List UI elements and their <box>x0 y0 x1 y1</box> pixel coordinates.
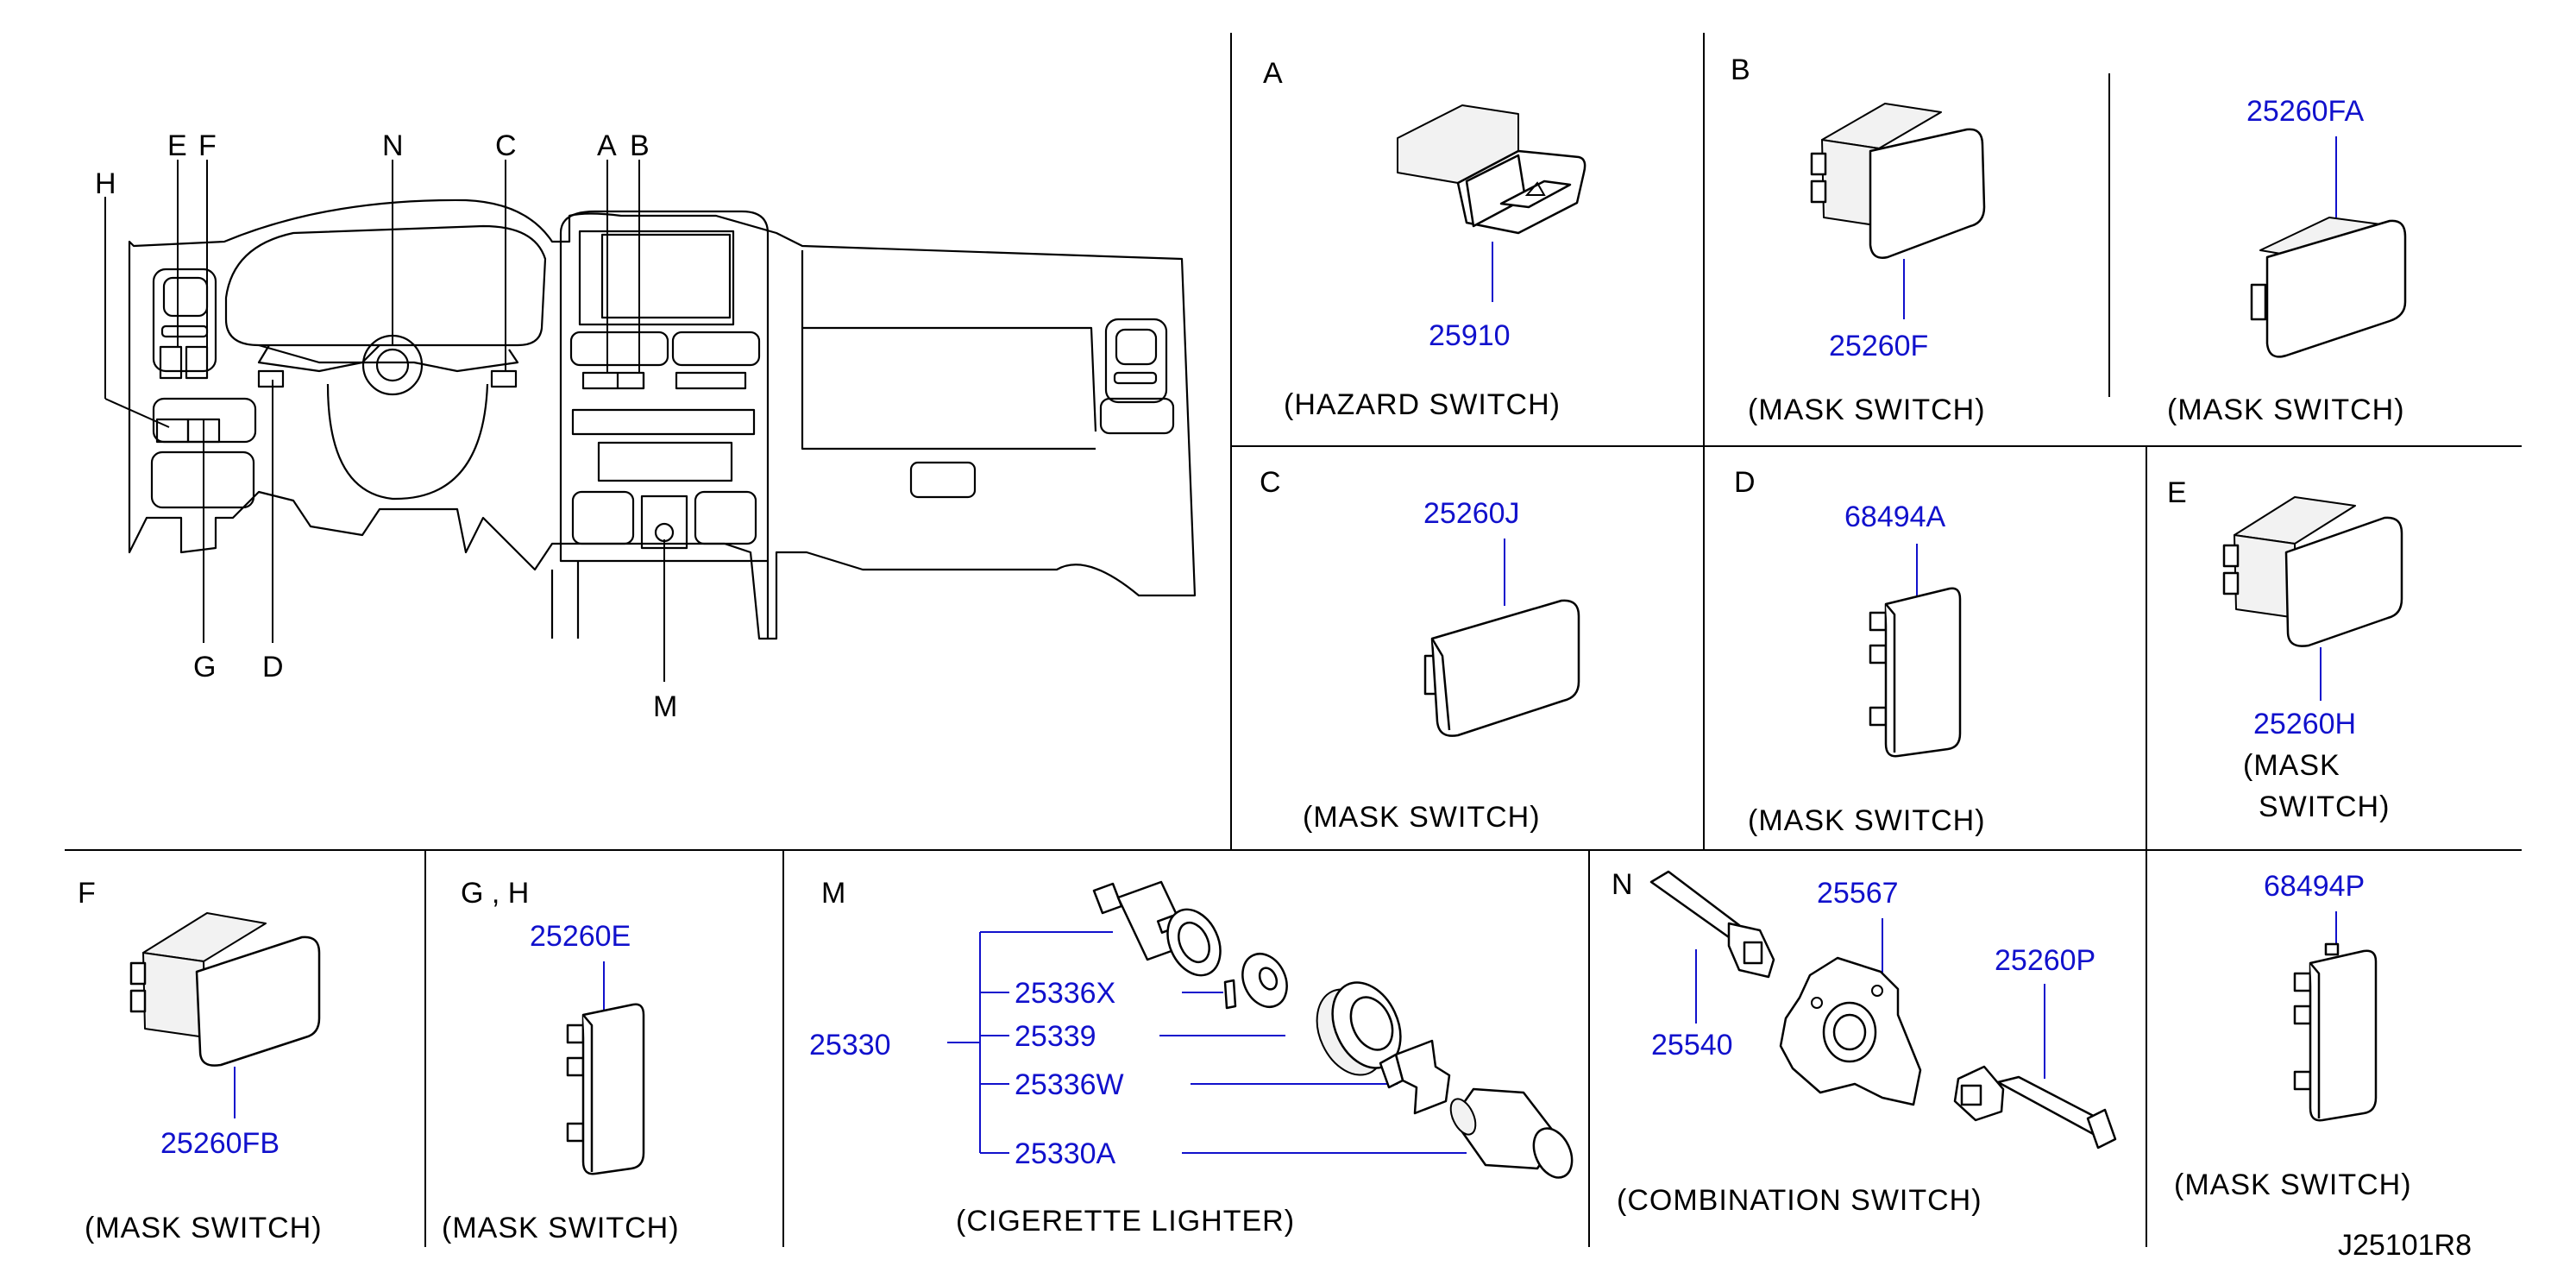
mask-switch-f-drawing <box>129 912 321 1067</box>
panel-b: B 25260F (MASK SWITCH) <box>1731 54 1986 426</box>
panel-m: M 25330 25336X 25339 25336W 25330A <box>809 877 1574 1238</box>
panel-b2-part: 25260FA <box>2246 95 2364 128</box>
dash-label-e: E <box>167 129 187 162</box>
panel-f-part: 25260FB <box>160 1127 280 1160</box>
panel-b-caption: (MASK SWITCH) <box>1748 394 1986 426</box>
panel-c-caption: (MASK SWITCH) <box>1303 801 1541 834</box>
panel-n-part-2: 25260P <box>1995 944 2095 977</box>
panel-b2-caption: (MASK SWITCH) <box>2167 394 2405 426</box>
panel-m-assembly: 25330 <box>809 1029 891 1061</box>
panel-grid <box>65 33 2522 1247</box>
lighter-drawing <box>1092 880 1574 1179</box>
panel-m-part-4: 25330A <box>1015 1137 1116 1170</box>
panel-e-caption-2: SWITCH) <box>2259 791 2390 823</box>
panel-f: F 25260FB (MASK SWITCH) <box>78 877 323 1244</box>
dashboard-overview: H E F N C A B G D M <box>95 129 1197 723</box>
panel-d-letter: D <box>1734 466 1756 499</box>
dash-label-g: G <box>193 651 216 683</box>
panel-m-part-3: 25336W <box>1015 1068 1124 1101</box>
diagram-id: J25101R8 <box>2338 1229 2472 1262</box>
panel-m-caption: (CIGERETTE LIGHTER) <box>956 1205 1295 1238</box>
panel-e-part: 25260H <box>2253 708 2356 740</box>
panel-m-letter: M <box>821 877 845 910</box>
dash-label-m: M <box>653 690 677 723</box>
panel-m-part-2: 25339 <box>1015 1020 1096 1053</box>
panel-m-part-1: 25336X <box>1015 977 1115 1010</box>
panel-n-part-1: 25567 <box>1817 877 1899 910</box>
panel-gh: G , H 25260E (MASK SWITCH) <box>442 877 680 1244</box>
dash-label-b: B <box>630 129 650 162</box>
panel-c: C 25260J (MASK SWITCH) <box>1260 466 1580 834</box>
panel-gh-letter: G , H <box>461 877 529 910</box>
dash-label-c: C <box>495 129 517 162</box>
panel-e-caption-1: (MASK <box>2243 749 2340 782</box>
panel-f-caption: (MASK SWITCH) <box>85 1212 323 1244</box>
panel-c-part: 25260J <box>1423 497 1520 530</box>
mask-switch-d-drawing <box>1869 587 1962 758</box>
panel-b-letter: B <box>1731 54 1750 86</box>
panel-a-letter: A <box>1263 57 1283 90</box>
panel-p: 68494P (MASK SWITCH) <box>2174 870 2412 1201</box>
panel-a: A 25910 (HAZARD SWITCH) <box>1263 57 1586 421</box>
panel-gh-part: 25260E <box>530 920 631 953</box>
panel-e-letter: E <box>2167 476 2187 509</box>
mask-switch-b2-drawing <box>2250 217 2407 358</box>
panel-gh-caption: (MASK SWITCH) <box>442 1212 680 1244</box>
dash-label-a: A <box>597 129 617 162</box>
panel-d-caption: (MASK SWITCH) <box>1748 804 1986 837</box>
panel-n-caption: (COMBINATION SWITCH) <box>1617 1184 1982 1217</box>
panel-n: N 25567 25260P 25540 (COMBINATION SWITCH… <box>1612 868 2117 1217</box>
mask-switch-c-drawing <box>1423 599 1580 737</box>
panel-d-part: 68494A <box>1844 501 1946 533</box>
panel-f-letter: F <box>78 877 96 910</box>
dash-label-h: H <box>95 167 116 200</box>
panel-b-part: 25260F <box>1829 330 1928 362</box>
hazard-switch-drawing <box>1397 104 1586 235</box>
dash-label-n: N <box>382 129 404 162</box>
panel-b2: 25260FA (MASK SWITCH) <box>2167 95 2407 426</box>
panel-n-letter: N <box>1612 868 1633 901</box>
panel-p-caption: (MASK SWITCH) <box>2174 1168 2412 1201</box>
panel-p-part: 68494P <box>2264 870 2365 903</box>
panel-a-part: 25910 <box>1429 319 1511 352</box>
dash-label-f: F <box>198 129 217 162</box>
panel-n-part-3: 25540 <box>1651 1029 1733 1061</box>
mask-switch-e-drawing <box>2222 496 2403 647</box>
mask-switch-p-drawing <box>2293 942 2378 1122</box>
panel-a-caption: (HAZARD SWITCH) <box>1284 388 1561 421</box>
panel-e: E 25260H (MASK SWITCH) <box>2167 476 2403 823</box>
combination-switch-drawing <box>1649 870 2117 1150</box>
mask-switch-b-drawing <box>1810 103 1986 259</box>
panel-c-letter: C <box>1260 466 1281 499</box>
mask-switch-gh-drawing <box>566 1003 645 1175</box>
panel-d: D 68494A (MASK SWITCH) <box>1734 466 1986 837</box>
dash-label-d: D <box>262 651 284 683</box>
